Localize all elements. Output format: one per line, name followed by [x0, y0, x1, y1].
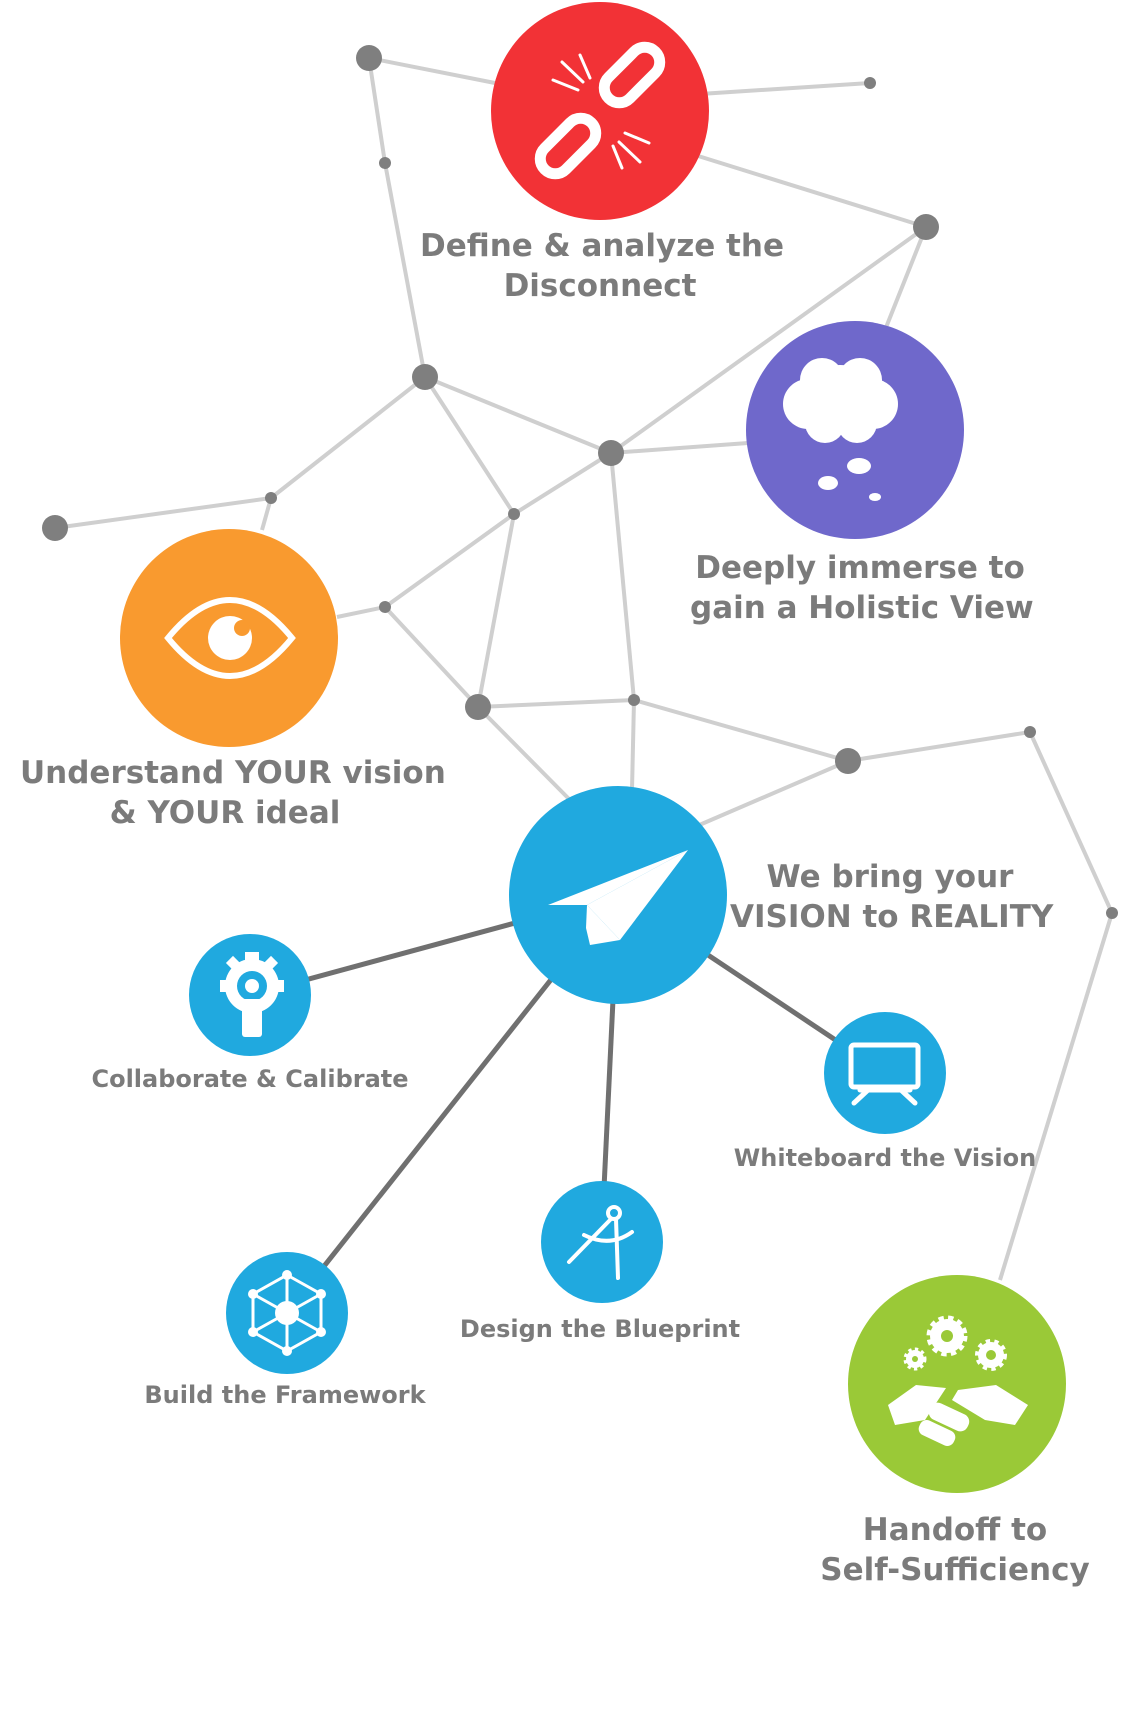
whiteboard-step-label: Whiteboard the Vision: [733, 1144, 1037, 1172]
network-lines: [54, 56, 1114, 1281]
understand-label-line2: & YOUR ideal: [109, 795, 341, 832]
vision-step-label: We bring your VISION to REALITY: [730, 857, 1054, 938]
collaborate-step-label: Collaborate & Calibrate: [91, 1065, 409, 1093]
define-label-line1: Define & analyze the: [420, 228, 784, 264]
immerse-step-circle: [746, 321, 964, 539]
vision-label-line2: VISION to REALITY: [730, 899, 1054, 936]
node: [864, 77, 876, 89]
define-step-label: Define & analyze the Disconnect: [420, 226, 784, 307]
define-label-line2: Disconnect: [503, 268, 697, 305]
whiteboard-icon: [848, 1042, 921, 1106]
paper-plane-icon: [548, 850, 688, 945]
handshake-gears-icon: [888, 1315, 1028, 1446]
node: [1024, 726, 1036, 738]
network-nodes: [42, 45, 1118, 919]
node: [379, 601, 391, 613]
handoff-label-line2: Self-Sufficiency: [820, 1552, 1090, 1589]
node: [835, 748, 861, 774]
define-step-circle: [491, 2, 709, 220]
understand-step-circle: [120, 529, 338, 747]
vision-label-line1: We bring your: [766, 859, 1014, 895]
node: [508, 508, 520, 520]
node: [42, 515, 68, 541]
immerse-label-line2: gain a Holistic View: [690, 590, 1034, 627]
node: [265, 492, 277, 504]
framework-step-circle: [226, 1252, 348, 1374]
node: [465, 694, 491, 720]
immerse-step-label: Deeply immerse to gain a Holistic View: [690, 548, 1034, 629]
node: [913, 214, 939, 240]
cube-icon: [248, 1270, 326, 1356]
handoff-step-circle: [848, 1275, 1066, 1493]
immerse-label-line1: Deeply immerse to: [695, 550, 1025, 586]
node: [379, 157, 391, 169]
framework-step-label: Build the Framework: [144, 1381, 426, 1409]
handoff-label-line1: Handoff to: [862, 1512, 1048, 1548]
blueprint-step-label: Design the Blueprint: [459, 1315, 741, 1343]
understand-step-label: Understand YOUR vision & YOUR ideal: [20, 753, 446, 834]
vision-step-circle: [509, 786, 727, 1004]
gear-person-icon: [220, 952, 284, 1037]
node: [1106, 907, 1118, 919]
broken-link-icon: [534, 41, 666, 180]
node: [356, 45, 382, 71]
node: [412, 364, 438, 390]
node: [598, 440, 624, 466]
collaborate-step-circle: [189, 934, 311, 1056]
eye-icon: [164, 597, 296, 679]
handoff-step-label: Handoff to Self-Sufficiency: [800, 1510, 1110, 1591]
thought-bubble-icon: [783, 358, 898, 501]
node: [628, 694, 640, 706]
compass-icon: [567, 1205, 634, 1280]
understand-label-line1: Understand YOUR vision: [20, 755, 446, 791]
blueprint-step-circle: [541, 1181, 663, 1303]
whiteboard-step-circle: [824, 1012, 946, 1134]
